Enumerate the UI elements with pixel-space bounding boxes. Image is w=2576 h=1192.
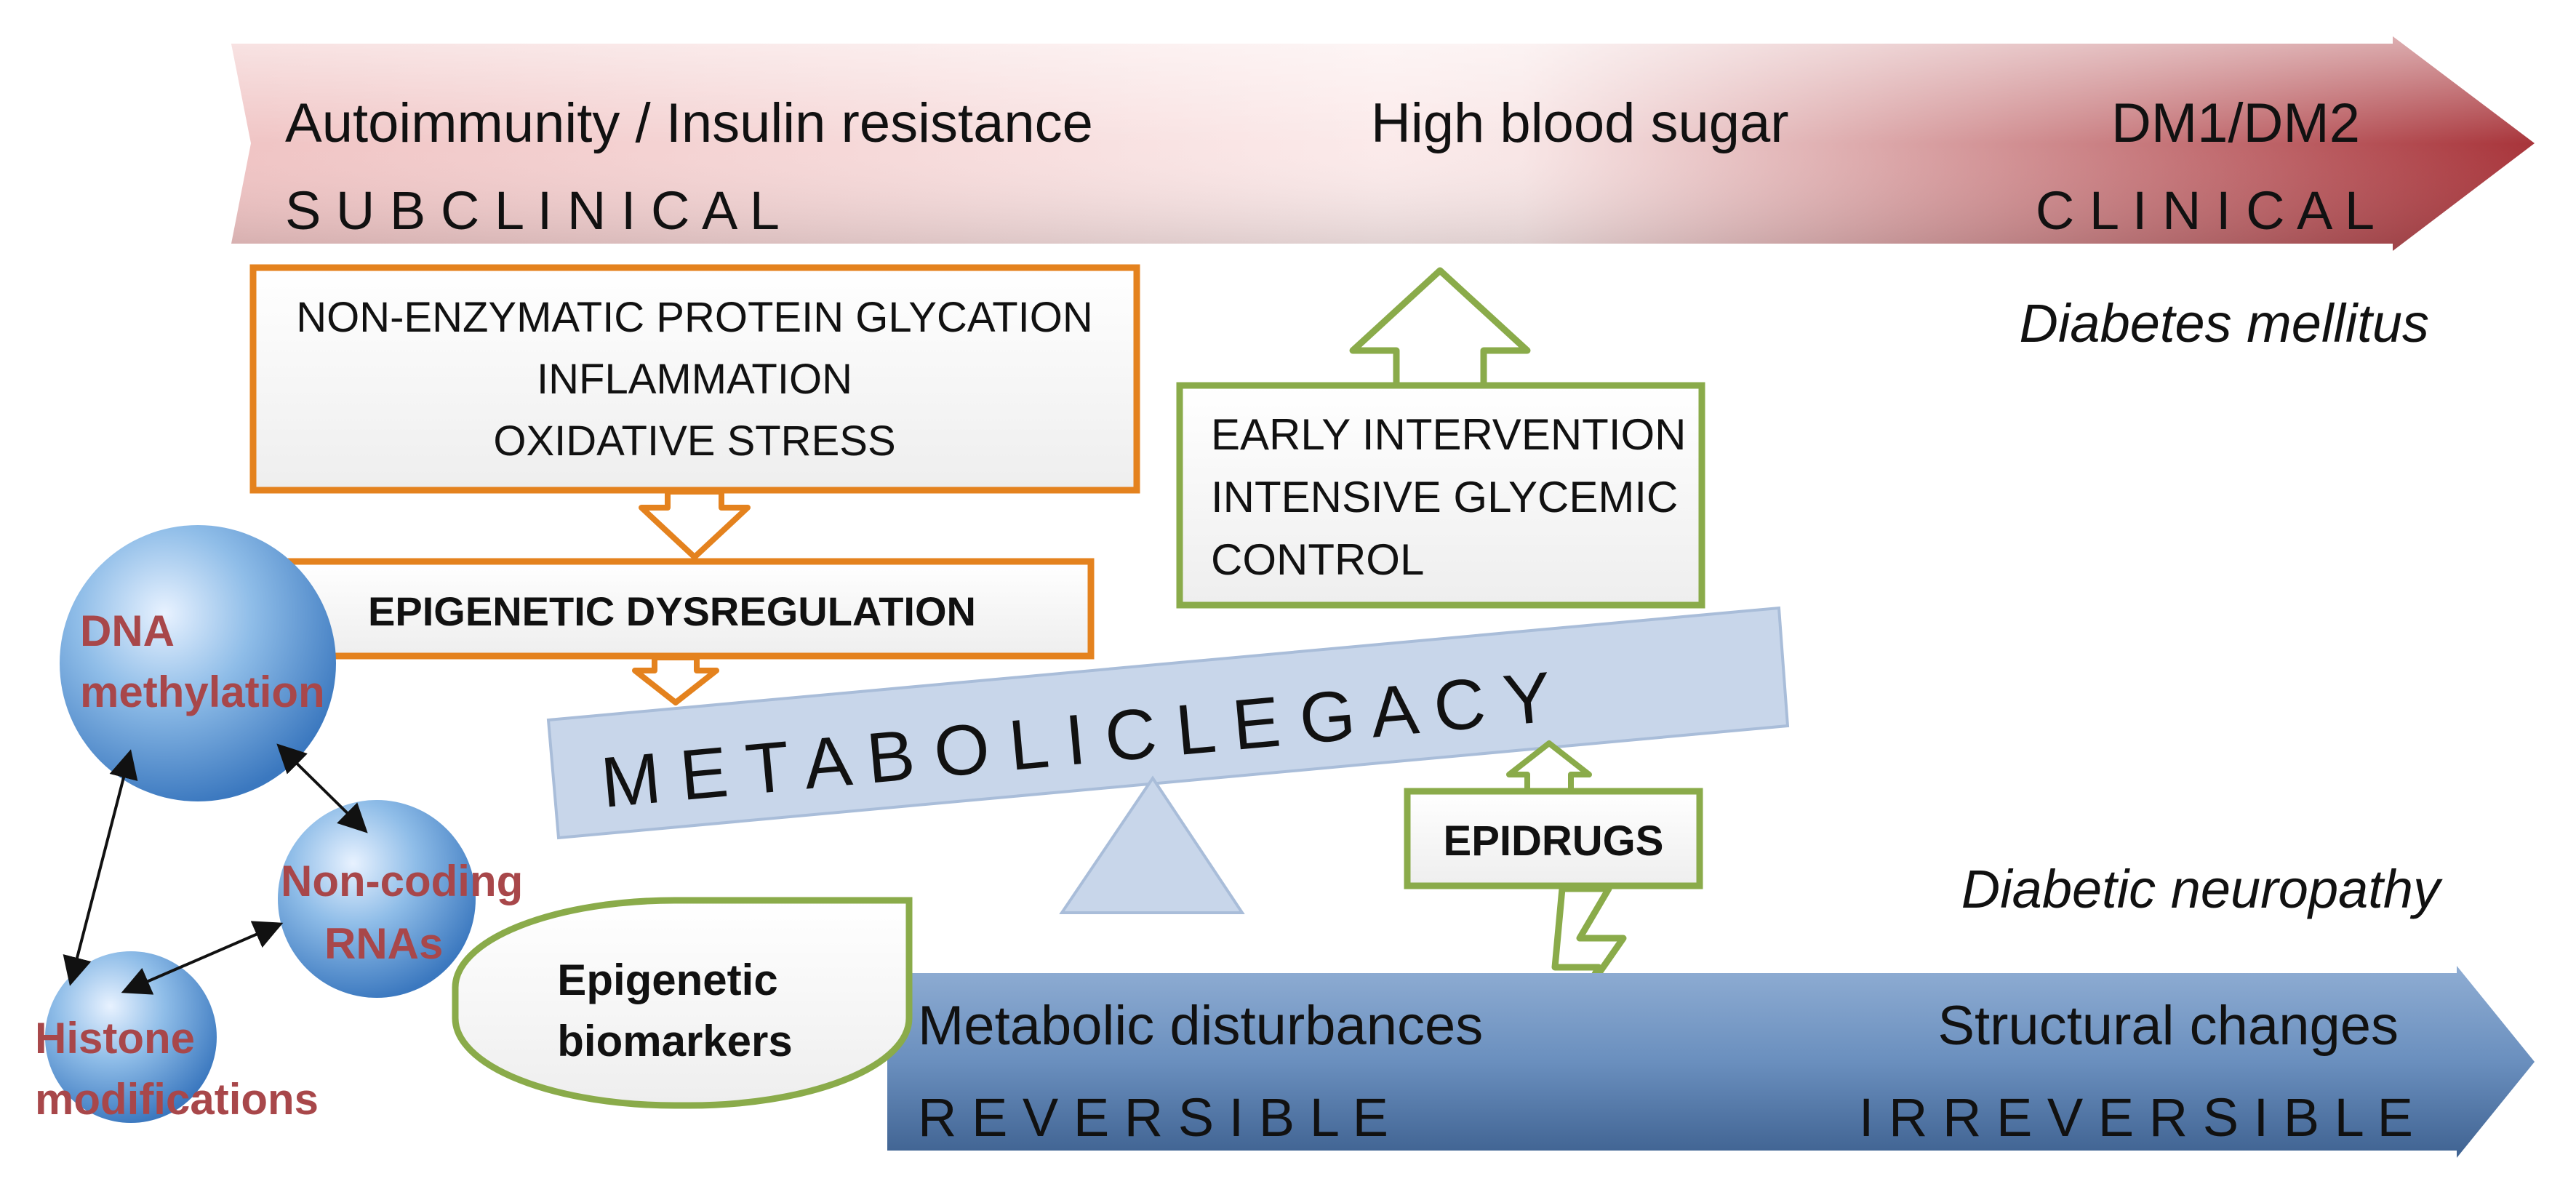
- top-middle-text: High blood sugar: [1371, 92, 1789, 154]
- up-arrow-icon: [1349, 267, 1531, 393]
- bottom-right-text: Structural changes: [1937, 995, 2399, 1057]
- irreversible-label: I R R E V E R S I B L E: [1859, 1087, 2413, 1148]
- dna-methylation-sphere-icon: [60, 525, 336, 801]
- mechanisms-box: NON-ENZYMATIC PROTEIN GLYCATION INFLAMMA…: [249, 264, 1140, 494]
- connector-arrow-icon: [121, 921, 284, 995]
- down-arrow-icon: [639, 489, 751, 560]
- top-arrow: Autoimmunity / Insulin resistance High b…: [231, 36, 2535, 251]
- bottom-left-text: Metabolic disturbances: [918, 995, 1483, 1057]
- intervention-box: EARLY INTERVENTION INTENSIVE GLYCEMIC CO…: [1176, 382, 1705, 609]
- bottom-arrow: Metabolic disturbances Structural change…: [887, 966, 2535, 1158]
- seesaw-fulcrum-icon: [1059, 775, 1245, 914]
- ncrna-label-line1: Non-coding: [281, 857, 523, 905]
- intervention-line2: INTENSIVE GLYCEMIC: [1211, 473, 1678, 521]
- epigenetic-dysregulation-box: EPIGENETIC DYSREGULATION: [249, 558, 1095, 660]
- intervention-line1: EARLY INTERVENTION: [1211, 410, 1687, 459]
- epidrugs-text: EPIDRUGS: [1444, 817, 1664, 865]
- connector-arrow-icon: [276, 743, 368, 833]
- diabetes-mellitus-label: Diabetes mellitus: [2020, 293, 2429, 353]
- non-coding-rna-sphere-icon: [278, 800, 476, 998]
- mechanism-glycation: NON-ENZYMATIC PROTEIN GLYCATION: [296, 294, 1093, 341]
- histone-label-line1: Histone: [35, 1014, 195, 1063]
- connector-arrow-icon: [63, 749, 138, 986]
- dysregulation-text: EPIGENETIC DYSREGULATION: [368, 588, 976, 634]
- top-result-text: DM1/DM2: [2111, 92, 2360, 154]
- epigenetic-spheres: DNA methylation Non-coding RNAs Histone …: [35, 525, 523, 1124]
- biomarkers-line1: Epigenetic: [557, 956, 777, 1004]
- diabetic-neuropathy-label: Diabetic neuropathy: [1961, 859, 2443, 919]
- intervention-line3: CONTROL: [1211, 535, 1424, 584]
- epidrugs-box: EPIDRUGS: [1404, 788, 1703, 889]
- top-cause-text: Autoimmunity / Insulin resistance: [285, 92, 1093, 154]
- down-arrow-icon: [632, 655, 719, 705]
- biomarkers-shape: Epigenetic biomarkers: [452, 897, 913, 1109]
- biomarkers-line2: biomarkers: [557, 1017, 793, 1065]
- reversible-label: R E V E R S I B L E: [918, 1087, 1388, 1148]
- ncrna-label-line2: RNAs: [324, 919, 443, 968]
- subclinical-label: S U B C L I N I C A L: [285, 180, 780, 241]
- histone-label-line2: modifications: [35, 1075, 319, 1124]
- mechanism-inflammation: INFLAMMATION: [537, 356, 852, 403]
- dna-label-line2: methylation: [80, 668, 325, 716]
- mechanism-oxidative-stress: OXIDATIVE STRESS: [493, 417, 895, 465]
- clinical-label: C L I N I C A L: [2036, 180, 2375, 241]
- dna-label-line1: DNA: [80, 607, 175, 655]
